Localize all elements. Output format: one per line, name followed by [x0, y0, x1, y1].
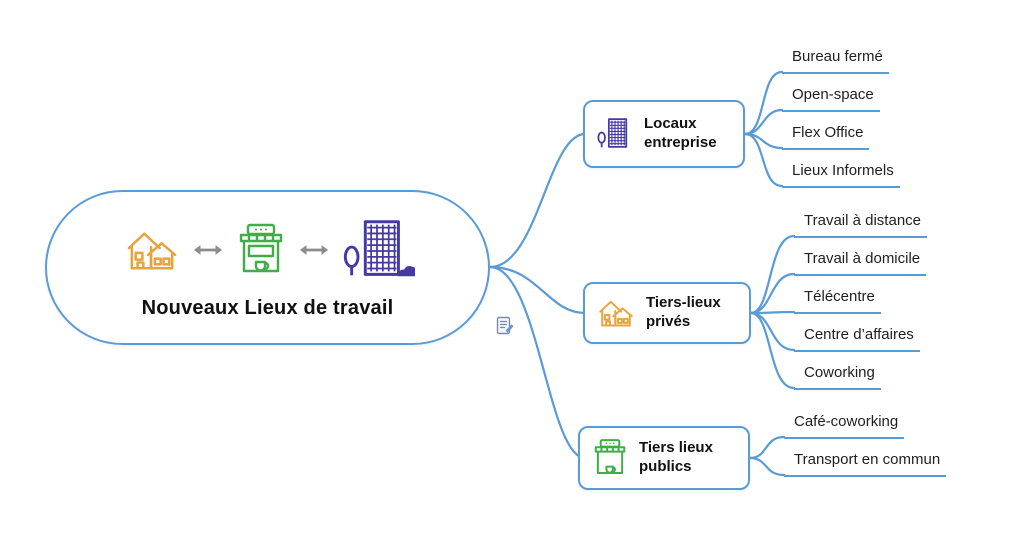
leaf-topic[interactable]: Travail à domicile: [794, 249, 927, 276]
leaf-topic[interactable]: Flex Office: [782, 123, 870, 150]
leaf-topic[interactable]: Centre d’affaires: [794, 325, 920, 352]
storefront-icon: [590, 438, 630, 478]
leaf-topic[interactable]: Travail à distance: [794, 211, 927, 238]
leaf-topic[interactable]: Lieux Informels: [782, 161, 900, 188]
branch-label: Tiers lieux publics: [639, 439, 713, 475]
houses-icon: [595, 295, 637, 331]
note-icon[interactable]: [495, 316, 515, 336]
office-building-icon: [595, 113, 635, 155]
branch-label: Tiers-lieux privés: [646, 294, 721, 330]
double-arrow-icon: [299, 243, 329, 257]
central-topic-label: Nouveaux Lieux de travail: [141, 297, 394, 319]
double-arrow-icon: [193, 243, 223, 257]
houses-icon: [121, 225, 183, 275]
central-topic-icons: [121, 215, 415, 285]
leaf-topic[interactable]: Bureau fermé: [782, 47, 889, 74]
leaf-topic[interactable]: Café-coworking: [784, 412, 905, 439]
central-topic[interactable]: Nouveaux Lieux de travail: [45, 190, 490, 345]
leaf-topic[interactable]: Télécentre: [794, 287, 881, 314]
leaf-topic[interactable]: Transport en commun: [784, 450, 947, 477]
branch-node-tiers-lieux-prives[interactable]: Tiers-lieux privés: [583, 282, 751, 344]
leaf-topic[interactable]: Open-space: [782, 85, 880, 112]
office-building-icon: [339, 215, 415, 285]
branch-label: Locaux entreprise: [644, 115, 717, 151]
leaf-topic[interactable]: Coworking: [794, 363, 881, 390]
branch-node-locaux-entreprise[interactable]: Locaux entreprise: [583, 100, 745, 168]
branch-node-tiers-lieux-publics[interactable]: Tiers lieux publics: [578, 426, 750, 490]
cafe-storefront-icon: [233, 222, 289, 278]
